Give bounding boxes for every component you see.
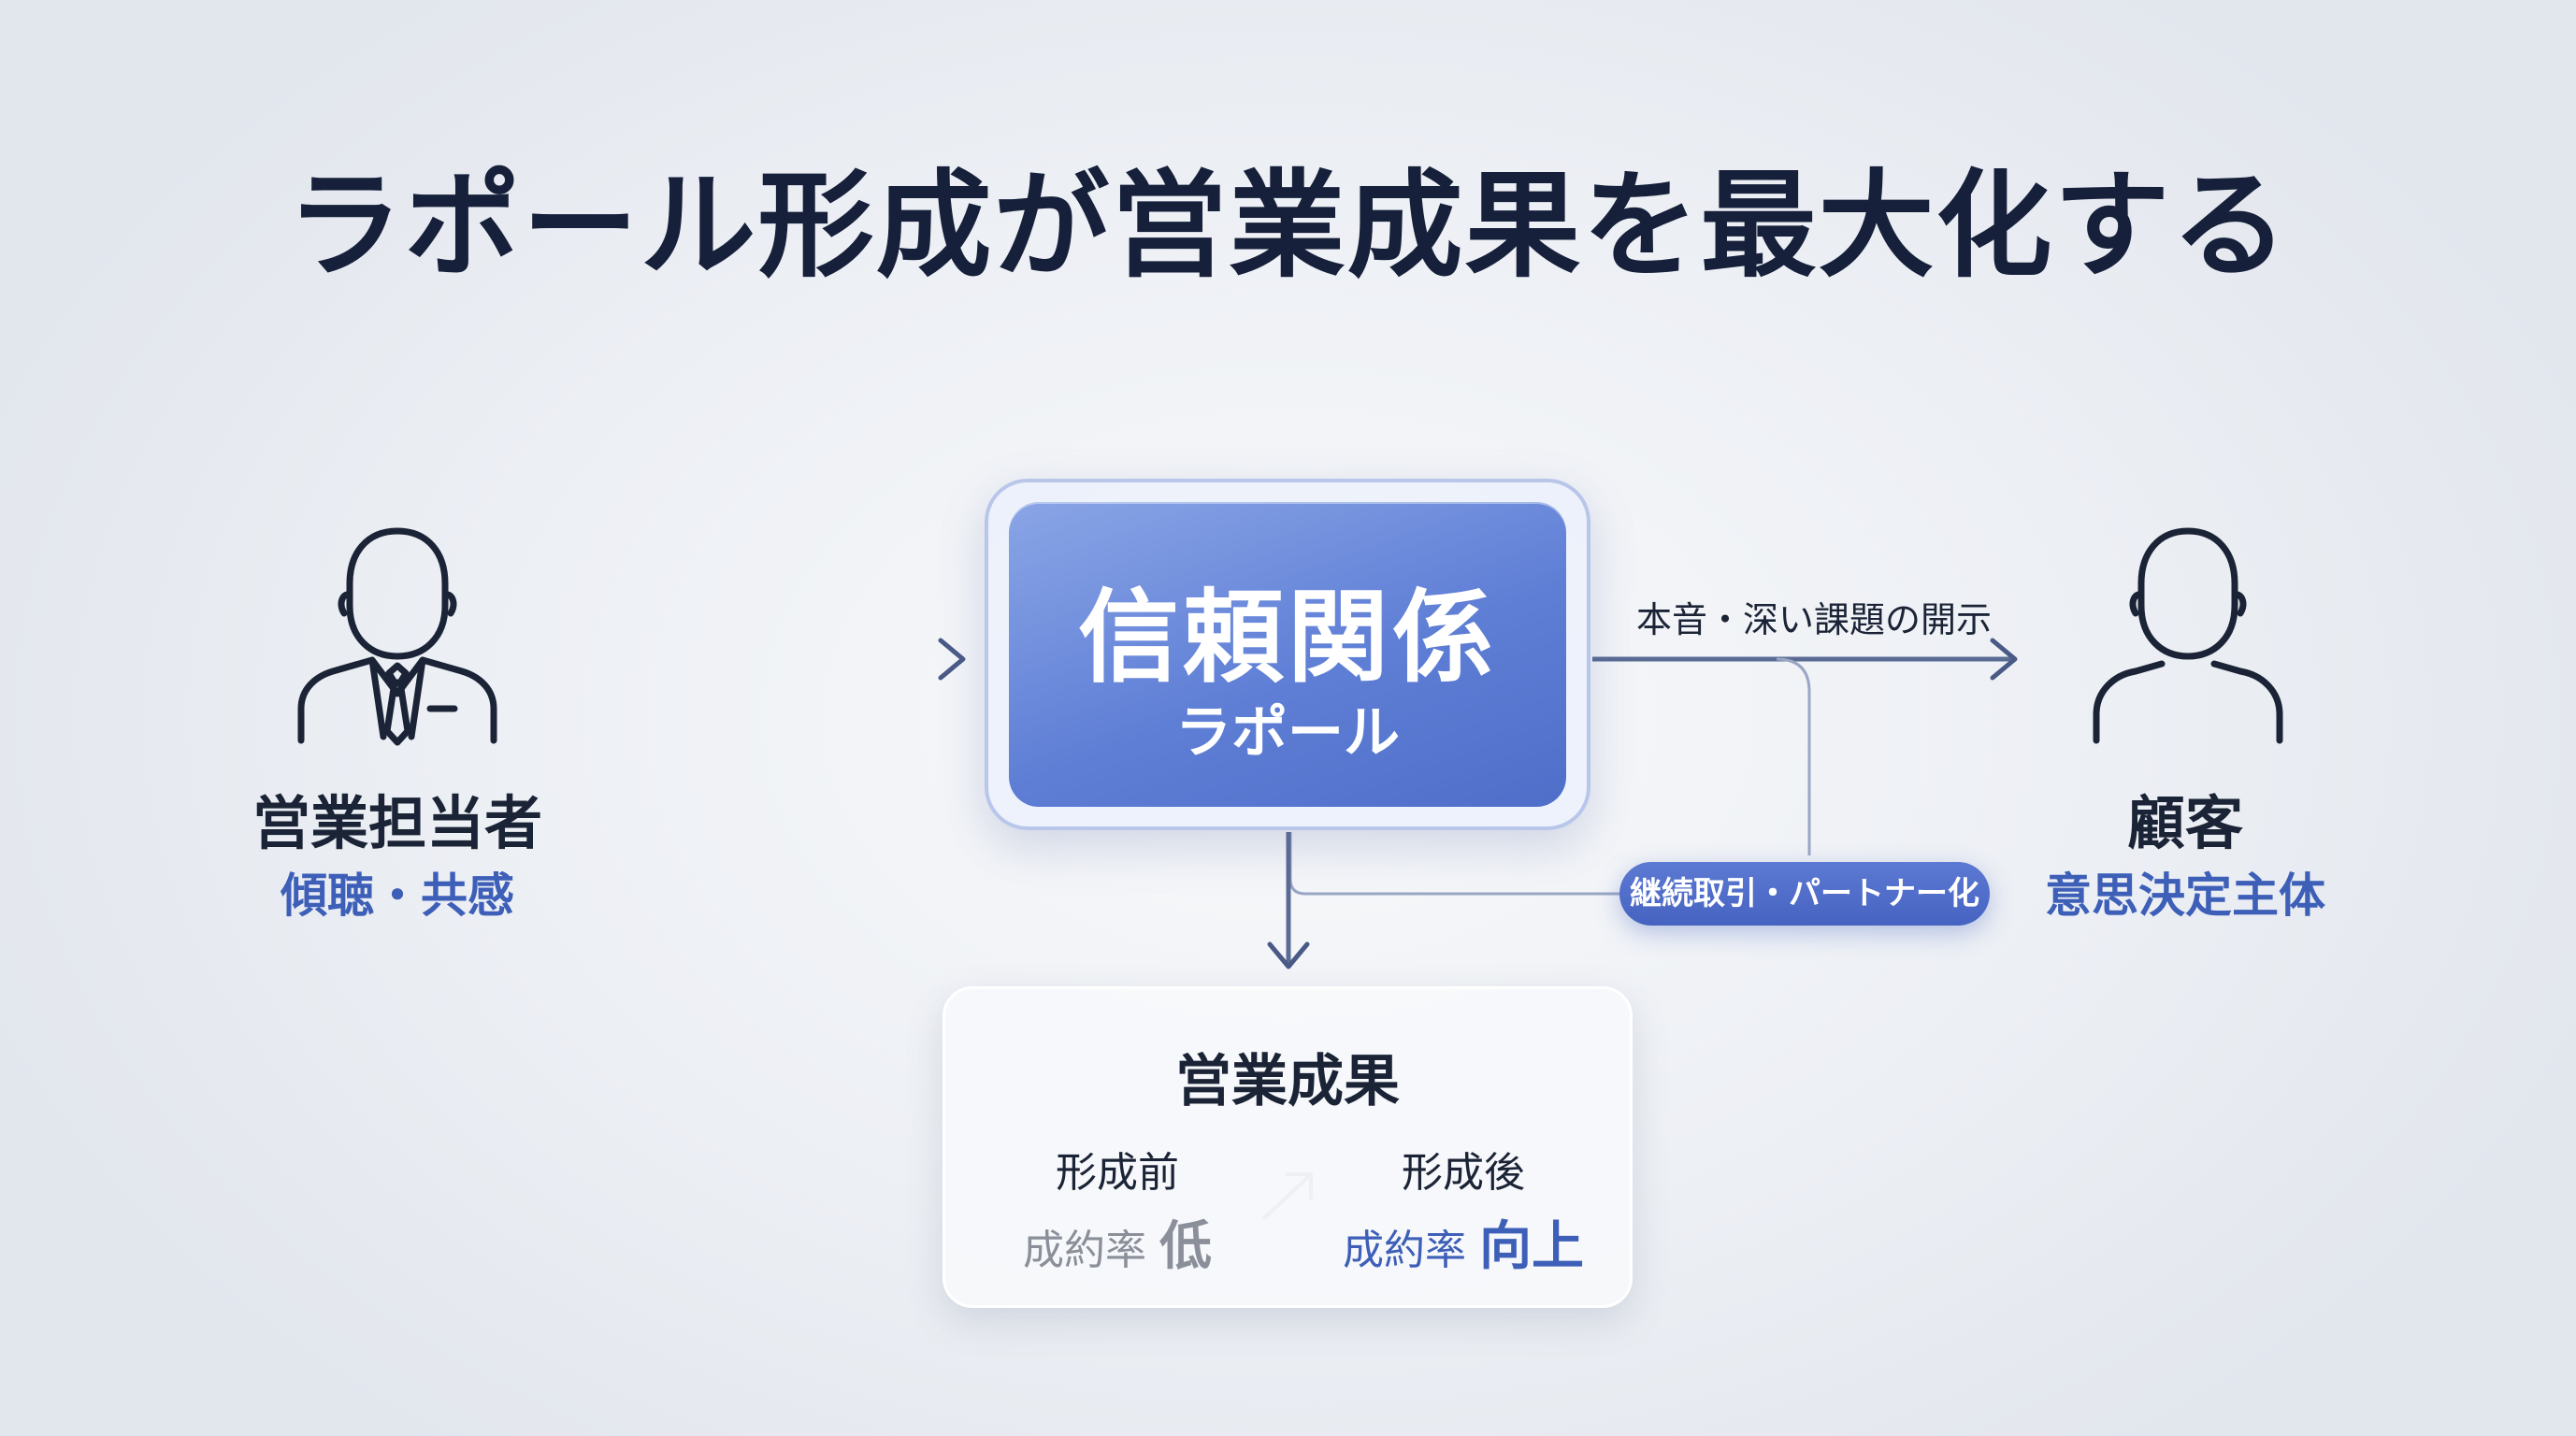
after-rate: 成約率 向上: [1314, 1204, 1613, 1280]
partnership-badge: 継続取引・パートナー化: [1619, 862, 1990, 926]
before-rate-value: 低: [1159, 1216, 1212, 1277]
businessman-icon: [297, 527, 497, 746]
trust-box: [1009, 502, 1566, 807]
person-icon: [2093, 527, 2283, 744]
trust-title: 信頼関係: [1077, 580, 1497, 696]
sales-rep-label: 営業担当者: [252, 789, 542, 857]
sales-rep-trait: 傾聴・共感: [281, 869, 514, 923]
after-heading: 形成後: [1402, 1149, 1525, 1197]
before-rate: 成約率 低: [968, 1204, 1267, 1280]
customer-trait: 意思決定主体: [2045, 869, 2325, 923]
arrowhead-rep-to-trust: [938, 638, 966, 681]
arrowhead-trust-to-results: [1267, 941, 1310, 969]
partnership-base-line: [1288, 832, 1619, 896]
customer-label: 顧客: [2126, 789, 2243, 857]
partnership-loop-line: [1776, 657, 1811, 855]
after-rate-label: 成約率: [1343, 1227, 1466, 1274]
trust-subtitle: ラポール: [1175, 700, 1400, 766]
results-card: [943, 986, 1633, 1308]
before-heading: 形成前: [1056, 1149, 1179, 1197]
disclosure-label: 本音・深い課題の開示: [1635, 599, 1992, 640]
page-title: ラポール形成が営業成果を最大化する: [286, 159, 2290, 294]
before-rate-label: 成約率: [1023, 1227, 1146, 1274]
results-title: 営業成果: [1175, 1049, 1400, 1114]
after-rate-value: 向上: [1479, 1216, 1584, 1277]
arrowhead-trust-to-customer: [1990, 638, 2018, 681]
